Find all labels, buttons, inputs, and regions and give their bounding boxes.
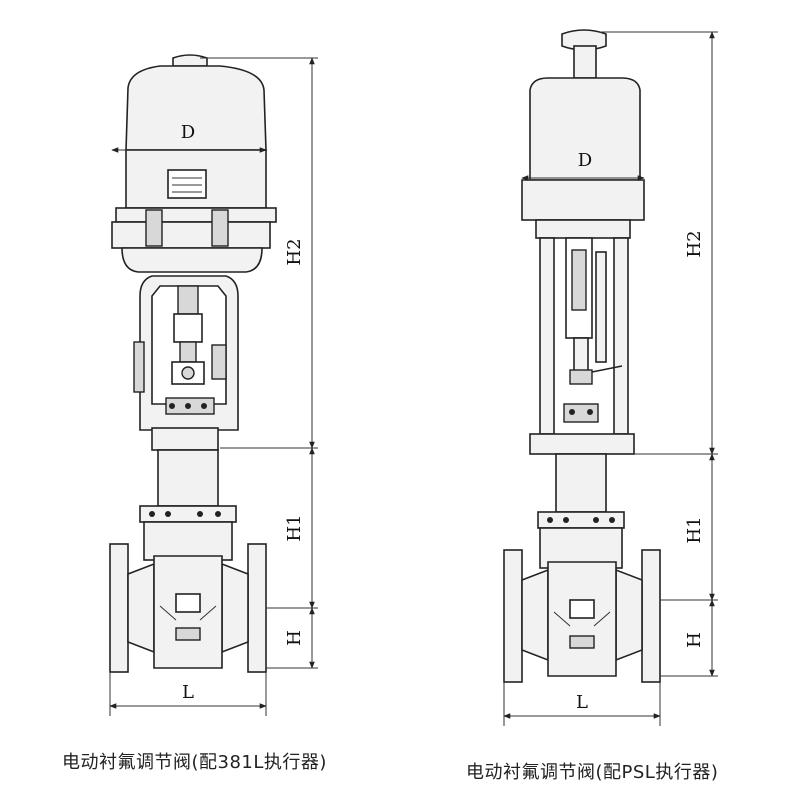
left-dimensions bbox=[109, 57, 318, 716]
right-yoke bbox=[529, 237, 635, 455]
right-dim-L-label: L bbox=[576, 692, 588, 713]
left-valve-body bbox=[109, 543, 267, 673]
left-dim-D-label: D bbox=[181, 122, 195, 143]
right-valve-body bbox=[503, 549, 661, 683]
right-valve: D H2 H1 H L bbox=[503, 29, 718, 726]
right-dim-H2-label: H2 bbox=[684, 230, 705, 257]
left-dim-H1-label: H1 bbox=[284, 514, 305, 541]
left-dim-L-label: L bbox=[182, 682, 194, 703]
right-actuator bbox=[521, 29, 645, 239]
right-dim-H1-label: H1 bbox=[684, 516, 705, 543]
left-valve: D H2 H1 H L bbox=[109, 54, 318, 716]
left-nameplate bbox=[167, 169, 207, 199]
right-dimensions bbox=[503, 31, 718, 726]
right-valve-caption: 电动衬氟调节阀(配PSL执行器) bbox=[466, 762, 719, 783]
right-bonnet bbox=[537, 453, 625, 569]
left-dim-H-label: H bbox=[284, 630, 305, 646]
left-actuator bbox=[111, 54, 277, 273]
left-valve-caption: 电动衬氟调节阀(配381L执行器) bbox=[62, 752, 327, 773]
right-dim-D-label: D bbox=[578, 150, 592, 171]
left-bonnet bbox=[139, 449, 237, 561]
right-dim-H-label: H bbox=[684, 632, 705, 648]
left-dim-H2-label: H2 bbox=[284, 238, 305, 265]
left-yoke bbox=[133, 275, 239, 451]
